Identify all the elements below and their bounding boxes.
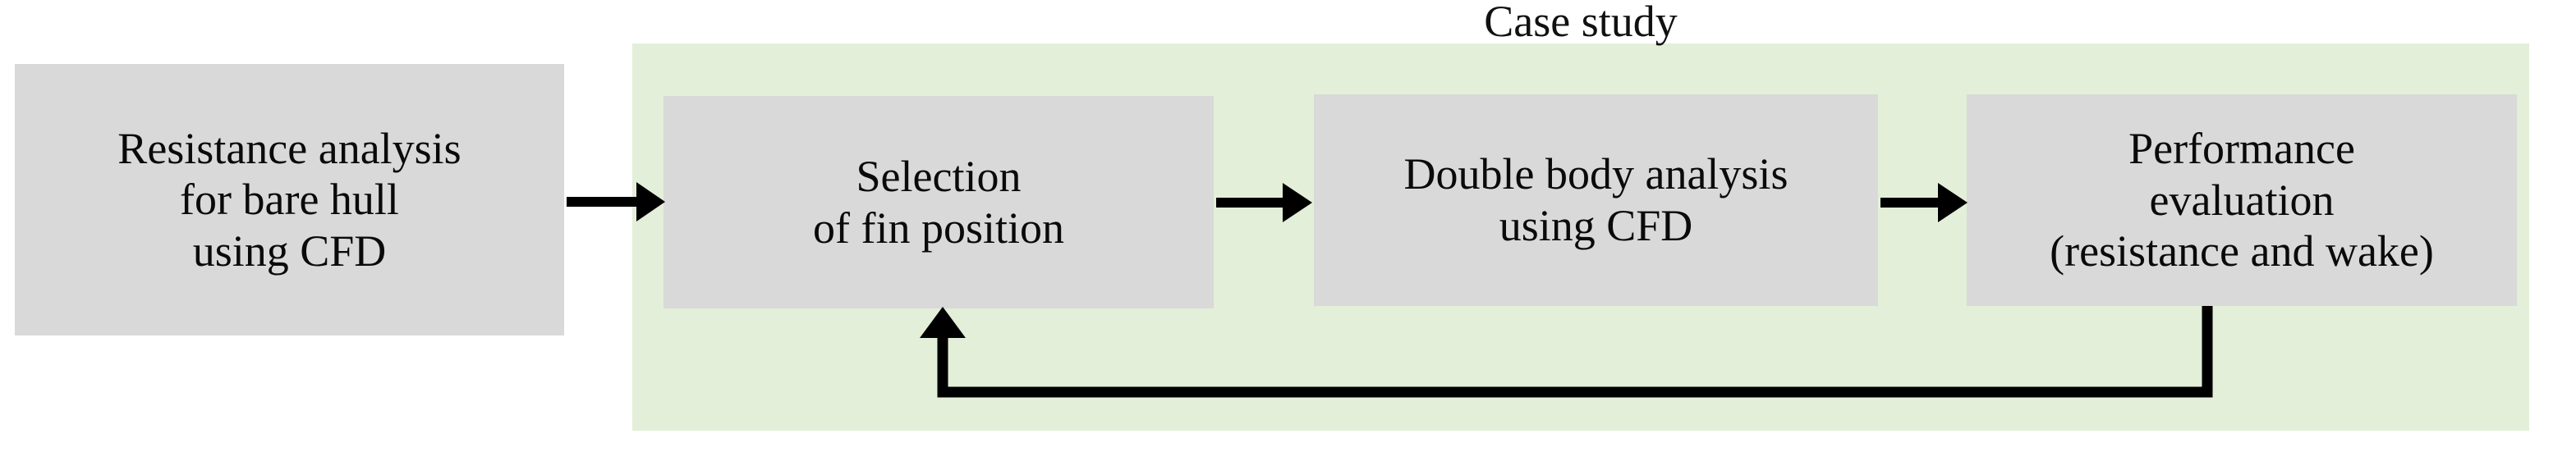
node-performance-evaluation[interactable]: Performance evaluation (resistance and w… — [1967, 94, 2517, 306]
node-line: using CFD — [1499, 201, 1693, 250]
node-line: Resistance analysis — [117, 123, 461, 173]
node-resistance-analysis-bare-hull[interactable]: Resistance analysis for bare hull using … — [15, 64, 564, 335]
node-label-group: Resistance analysis for bare hull using … — [117, 123, 461, 277]
case-study-title: Case study — [1484, 0, 1678, 46]
node-label-group: Selection of fin position — [813, 151, 1064, 253]
node-label-group: Double body analysis using CFD — [1404, 148, 1789, 251]
node-label-group: Performance evaluation (resistance and w… — [2050, 123, 2434, 277]
node-line: Double body analysis — [1403, 149, 1789, 199]
node-line: for bare hull — [180, 175, 399, 225]
node-line: evaluation — [2149, 175, 2335, 225]
node-line: of fin position — [813, 203, 1064, 253]
node-selection-of-fin-position[interactable]: Selection of fin position — [664, 96, 1214, 308]
node-line: Selection — [856, 151, 1022, 201]
node-double-body-analysis-using-cfd[interactable]: Double body analysis using CFD — [1314, 94, 1878, 306]
node-line: using CFD — [192, 226, 387, 276]
node-line: (resistance and wake) — [2050, 226, 2434, 276]
node-line: Performance — [2128, 124, 2355, 174]
